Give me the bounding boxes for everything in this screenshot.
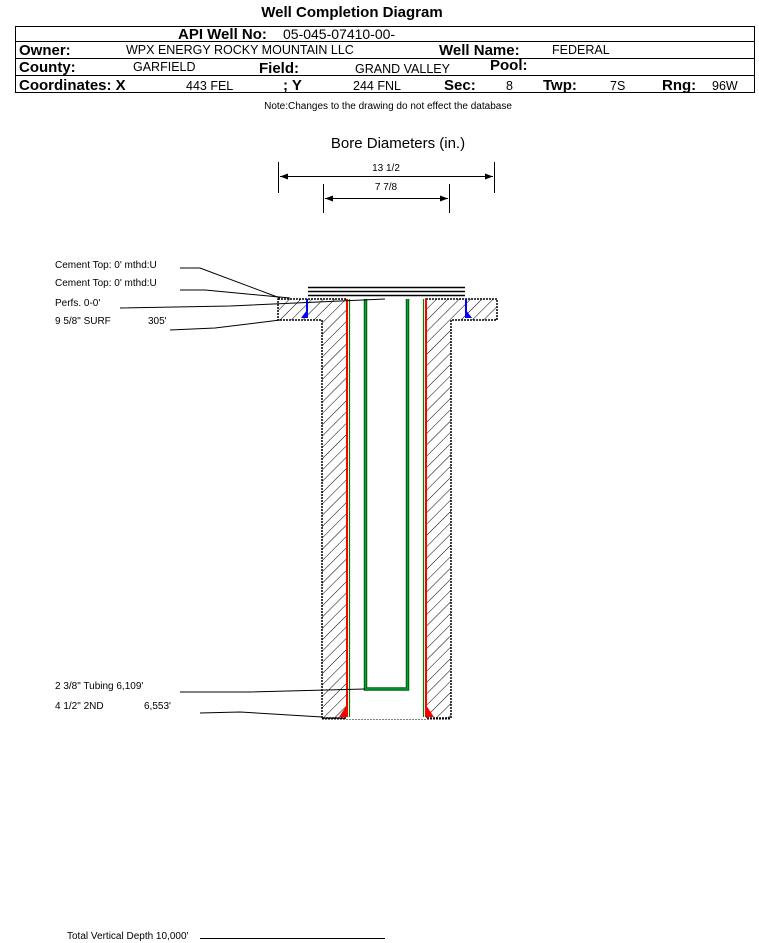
- sec-label: Sec:: [444, 77, 476, 94]
- field-value: GRAND VALLEY: [355, 62, 451, 76]
- bore-outer-label: 13 1/2: [372, 163, 400, 174]
- well-name-value: FEDERAL: [552, 43, 610, 57]
- tubing: [363, 299, 410, 691]
- surface-casing-label: 9 5/8" SURF: [55, 316, 111, 327]
- page-title: Well Completion Diagram: [261, 4, 442, 21]
- rng-value: 96W: [712, 79, 738, 93]
- county-label: County:: [19, 59, 76, 76]
- field-label: Field:: [259, 60, 299, 77]
- cement-top-label-2: Cement Top: 0' mthd:U: [55, 278, 157, 289]
- production-casing: [339, 299, 434, 719]
- x-value: 443 FEL: [186, 79, 233, 93]
- production-casing-label: 4 1/2" 2ND: [55, 701, 104, 712]
- rng-label: Rng:: [662, 77, 696, 94]
- cement-top-label-1: Cement Top: 0' mthd:U: [55, 260, 157, 271]
- sec-value: 8: [506, 79, 513, 93]
- pool-label: Pool:: [490, 57, 528, 74]
- owner-label: Owner:: [19, 42, 71, 59]
- wellhead-cap: [308, 286, 465, 297]
- twp-value: 7S: [610, 79, 625, 93]
- bore-dimension-outer: 13 1/2: [278, 162, 495, 193]
- y-value: 244 FNL: [353, 79, 401, 93]
- total-vertical-depth-label: Total Vertical Depth 10,000': [67, 931, 189, 942]
- wellbore: [277, 298, 498, 720]
- perfs-label: Perfs. 0-0': [55, 298, 100, 309]
- county-value: GARFIELD: [133, 60, 196, 74]
- api-label: API Well No:: [178, 26, 267, 43]
- bore-inner-label: 7 7/8: [375, 182, 398, 193]
- owner-value: WPX ENERGY ROCKY MOUNTAIN LLC: [126, 43, 354, 57]
- coordinates-label: Coordinates: X: [19, 77, 126, 94]
- surface-casing-depth: 305': [148, 316, 167, 327]
- api-value: 05-045-07410-00-: [283, 26, 395, 42]
- annotation-labels: Cement Top: 0' mthd:U Cement Top: 0' mth…: [55, 260, 189, 942]
- production-casing-depth: 6,553': [144, 701, 171, 712]
- well-name-label: Well Name:: [439, 42, 520, 59]
- leader-lines: [119, 267, 386, 939]
- twp-label: Twp:: [543, 77, 577, 94]
- tubing-label: 2 3/8" Tubing 6,109': [55, 681, 143, 692]
- header-table: API Well No: 05-045-07410-00- Owner: WPX…: [15, 26, 755, 94]
- bore-dimension-inner: 7 7/8: [323, 182, 450, 213]
- note-text: Note:Changes to the drawing do not effec…: [264, 101, 512, 112]
- bore-title: Bore Diameters (in.): [331, 135, 465, 152]
- y-label: ; Y: [283, 77, 302, 94]
